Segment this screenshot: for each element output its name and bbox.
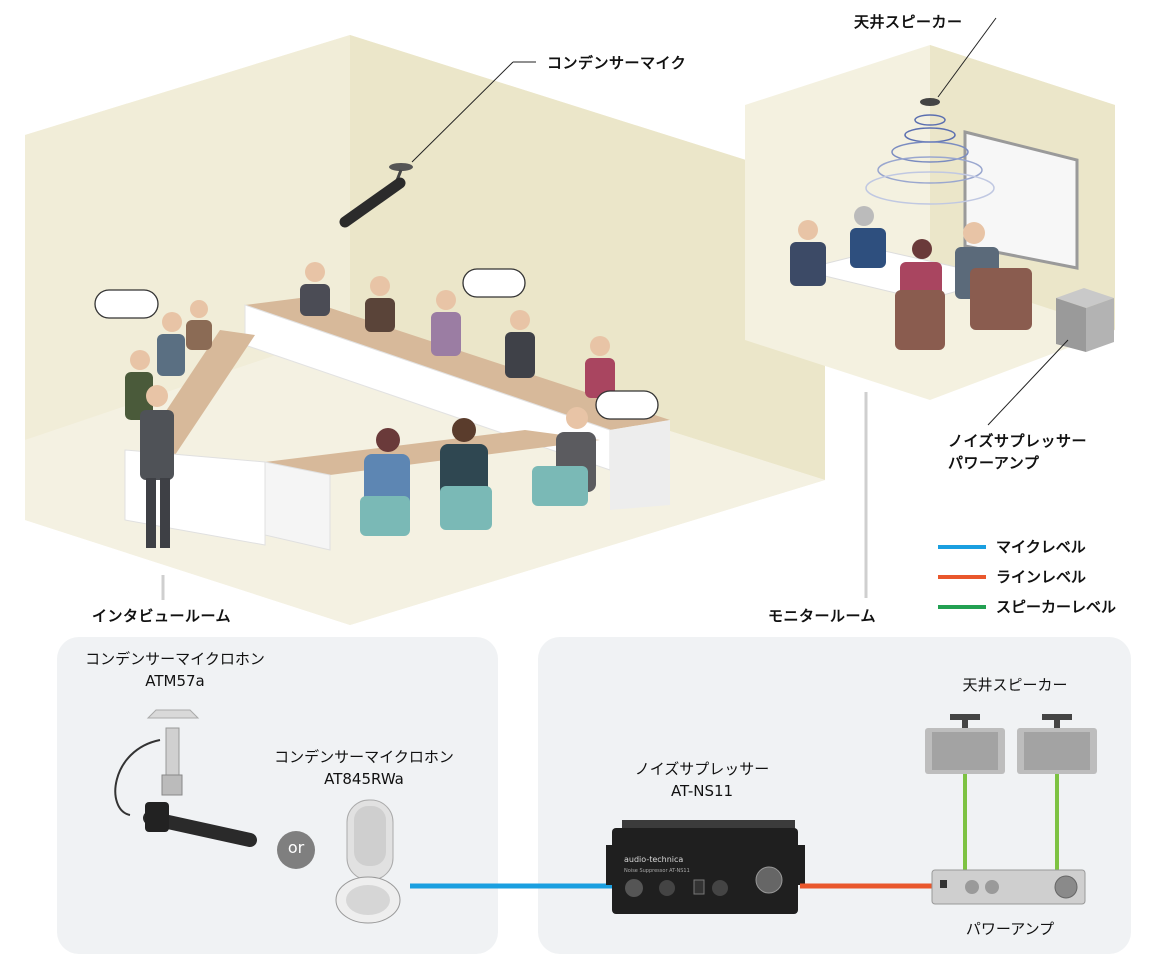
ceiling-speaker-waves [865, 98, 995, 205]
table-top-front [265, 430, 600, 475]
table-end [610, 420, 670, 510]
legend-label-line: ラインレベル [996, 568, 1087, 586]
table-side-front [264, 461, 331, 551]
ceiling-speaker-icon-right [1017, 714, 1097, 774]
noise-amp-label-line1: ノイズサプレッサー [948, 432, 1088, 450]
interview-devices-panel [57, 637, 498, 954]
power-amp-label: パワーアンプ [965, 920, 1055, 938]
legend-item-mic-level: マイクレベル [938, 536, 1086, 557]
at845rwa-label-line1: コンデンサーマイクロホン [274, 748, 454, 766]
person-group-back [125, 262, 615, 420]
monitor-people [790, 206, 1032, 350]
legend-swatch-line [938, 574, 986, 579]
ns-brand-text: audio-technica [624, 855, 683, 864]
interview-room-label: インタビュールーム [92, 607, 232, 625]
ceiling-speaker-label: 天井スピーカー [854, 13, 963, 31]
atm57a-mic-icon [114, 709, 257, 847]
noise-amp-rack [1056, 288, 1114, 352]
condenser-mic-label: コンデンサーマイク [547, 54, 687, 72]
monitor-screen [963, 130, 1079, 270]
at845rwa-label: コンデンサーマイクロホン AT845RWa [254, 746, 474, 790]
interview-floor-area [25, 330, 825, 625]
person-group-front [360, 407, 596, 536]
ceiling-speaker-icon-left [925, 714, 1005, 774]
speech-bubbles [94, 268, 659, 420]
legend-label-speaker: スピーカーレベル [996, 598, 1117, 616]
noise-amp-label-line2: パワーアンプ [948, 454, 1040, 472]
at-ns11-device-icon [606, 820, 805, 914]
condenser-mic-illustration [339, 163, 413, 228]
ns-model-text: Noise Suppressor AT-NS11 [624, 868, 690, 874]
scene-illustration [25, 17, 1115, 625]
atm57a-label: コンデンサーマイクロホン ATM57a [60, 648, 290, 692]
or-label: or [287, 838, 305, 857]
power-amp-icon [931, 869, 1086, 905]
interview-room-back-wall [350, 35, 825, 480]
at845rwa-label-line2: AT845RWa [324, 770, 404, 788]
at-ns11-label-line2: AT-NS11 [670, 782, 734, 800]
at-ns11-label: ノイズサプレッサー AT-NS11 [612, 758, 792, 802]
legend-swatch-mic [938, 544, 986, 549]
table-top-back [245, 298, 670, 430]
atm57a-label-line2: ATM57a [145, 672, 205, 690]
legend-label-mic: マイクレベル [996, 538, 1086, 556]
atm57a-label-line1: コンデンサーマイクロホン [85, 650, 265, 668]
ceiling-speaker-device-label: 天井スピーカー [962, 676, 1068, 694]
legend-swatch-speaker [938, 604, 986, 609]
legend-item-speaker-level: スピーカーレベル [938, 596, 1116, 617]
person-standing [140, 385, 174, 548]
at-ns11-label-line1: ノイズサプレッサー [634, 760, 770, 778]
at845rwa-mic-icon [335, 799, 401, 924]
or-circle [277, 831, 315, 869]
legend-item-line-level: ラインレベル [938, 566, 1086, 587]
device-diagram: audio-technica Noise Suppressor AT-NS11 [114, 709, 1097, 924]
monitor-room-label: モニタールーム [768, 607, 877, 625]
